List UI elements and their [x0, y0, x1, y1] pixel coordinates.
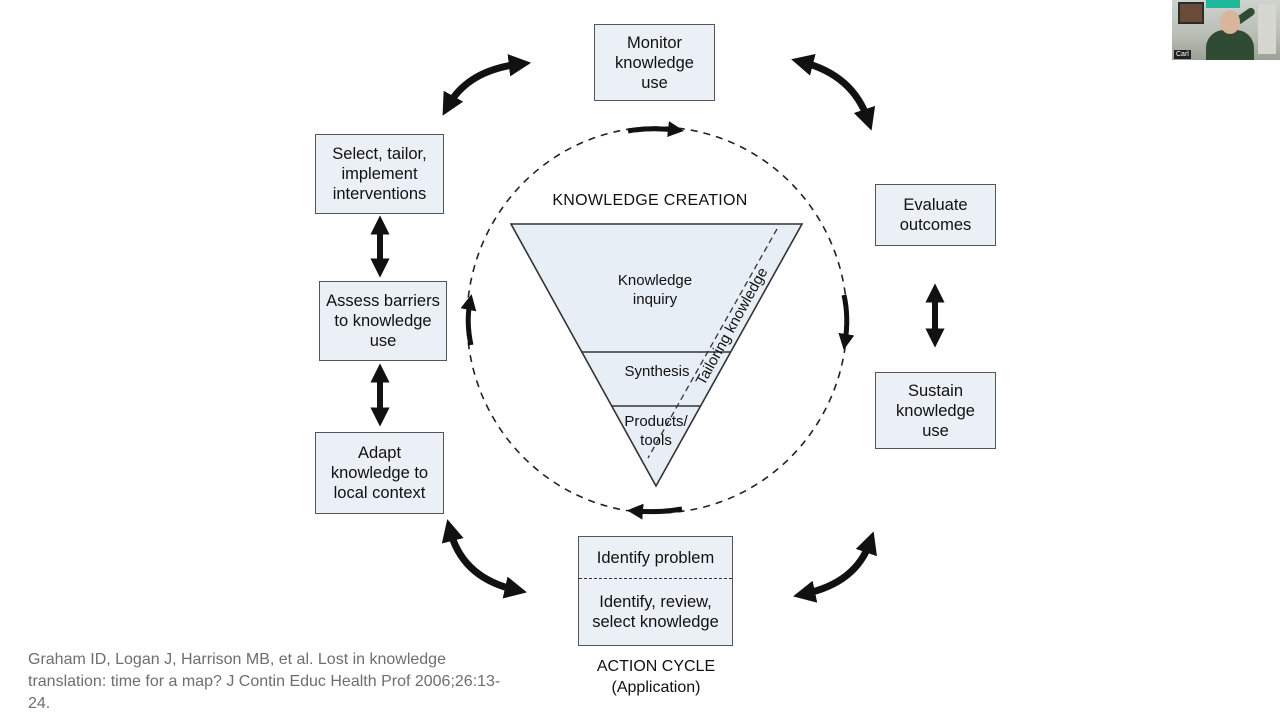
assess-barriers-box: Assess barriers to knowledge use	[319, 281, 447, 361]
curve-arrow-bottom-left	[441, 519, 527, 599]
knowledge-inquiry-label: Knowledge inquiry	[585, 271, 725, 309]
box-line: use	[369, 332, 397, 350]
box-line: Select, tailor,	[332, 145, 427, 163]
products-tools-label: Products/ tools	[600, 412, 712, 450]
box-line: Evaluate	[903, 196, 968, 214]
presenter-head	[1220, 10, 1240, 34]
select-tailor-implement-box: Select, tailor, implement interventions	[315, 134, 444, 214]
box-line: Monitor	[626, 33, 683, 52]
citation-line: 24.	[28, 695, 51, 712]
box-line: knowledge	[896, 401, 975, 420]
citation-line: translation: time for a map? J Contin Ed…	[28, 673, 501, 690]
knowledge-funnel	[509, 223, 804, 488]
box-line: knowledge to	[330, 464, 429, 482]
sustain-knowledge-use-box: Sustain knowledge use	[875, 372, 996, 449]
box-line: to knowledge	[334, 312, 432, 330]
box-line: local context	[333, 484, 426, 502]
monitor-knowledge-use-box: Monitor knowledge use	[594, 24, 715, 101]
citation: Graham ID, Logan J, Harrison MB, et al. …	[28, 649, 548, 715]
box-line: knowledge	[615, 53, 694, 72]
action-cycle-label: ACTION CYCLE (Application)	[566, 656, 746, 698]
box-line: outcomes	[899, 216, 972, 234]
circle-arrow-left	[460, 294, 477, 346]
curve-arrow-bottom-right	[793, 531, 877, 603]
identify-problem-section: Identify problem	[579, 537, 732, 579]
box-line: Sustain	[907, 381, 964, 400]
label-line: (Application)	[611, 679, 701, 696]
box-line: implement	[341, 165, 418, 183]
presenter-body	[1206, 30, 1254, 60]
label-line: Knowledge	[617, 272, 693, 289]
box-line: use	[922, 421, 949, 440]
identify-review-section: Identify, review, select knowledge	[579, 579, 732, 645]
box-line: Assess barriers	[326, 292, 440, 310]
presenter-name-tag: Carl	[1174, 50, 1191, 59]
curve-arrow-top-right	[791, 53, 876, 131]
curve-arrow-top-left	[442, 54, 532, 116]
label-line: tools	[640, 432, 672, 449]
box-line: Identify, review,	[599, 593, 712, 611]
box-line: interventions	[332, 185, 427, 203]
presenter-webcam-thumbnail[interactable]: Carl	[1172, 0, 1280, 60]
background-shelf	[1258, 4, 1276, 54]
evaluate-outcomes-box: Evaluate outcomes	[875, 184, 996, 246]
citation-line: Graham ID, Logan J, Harrison MB, et al. …	[28, 651, 446, 668]
tailoring-dashed-line	[647, 228, 778, 459]
circle-arrow-top	[627, 121, 684, 138]
knowledge-creation-title: KNOWLEDGE CREATION	[552, 192, 748, 209]
identify-box: Identify problem Identify, review, selec…	[578, 536, 733, 646]
box-line: Adapt	[357, 444, 402, 462]
circle-arrow-right	[838, 294, 855, 350]
circle-arrow-bottom	[627, 503, 683, 520]
box-line: select knowledge	[592, 613, 719, 631]
wall-art	[1206, 0, 1240, 8]
synthesis-label: Synthesis	[624, 363, 690, 380]
adapt-knowledge-box: Adapt knowledge to local context	[315, 432, 444, 514]
wall-picture	[1178, 2, 1204, 24]
label-line: ACTION CYCLE	[596, 658, 716, 675]
label-line: Products/	[624, 413, 688, 430]
label-line: inquiry	[632, 291, 678, 308]
box-line: use	[641, 73, 668, 92]
identify-problem-label: Identify problem	[596, 548, 715, 567]
